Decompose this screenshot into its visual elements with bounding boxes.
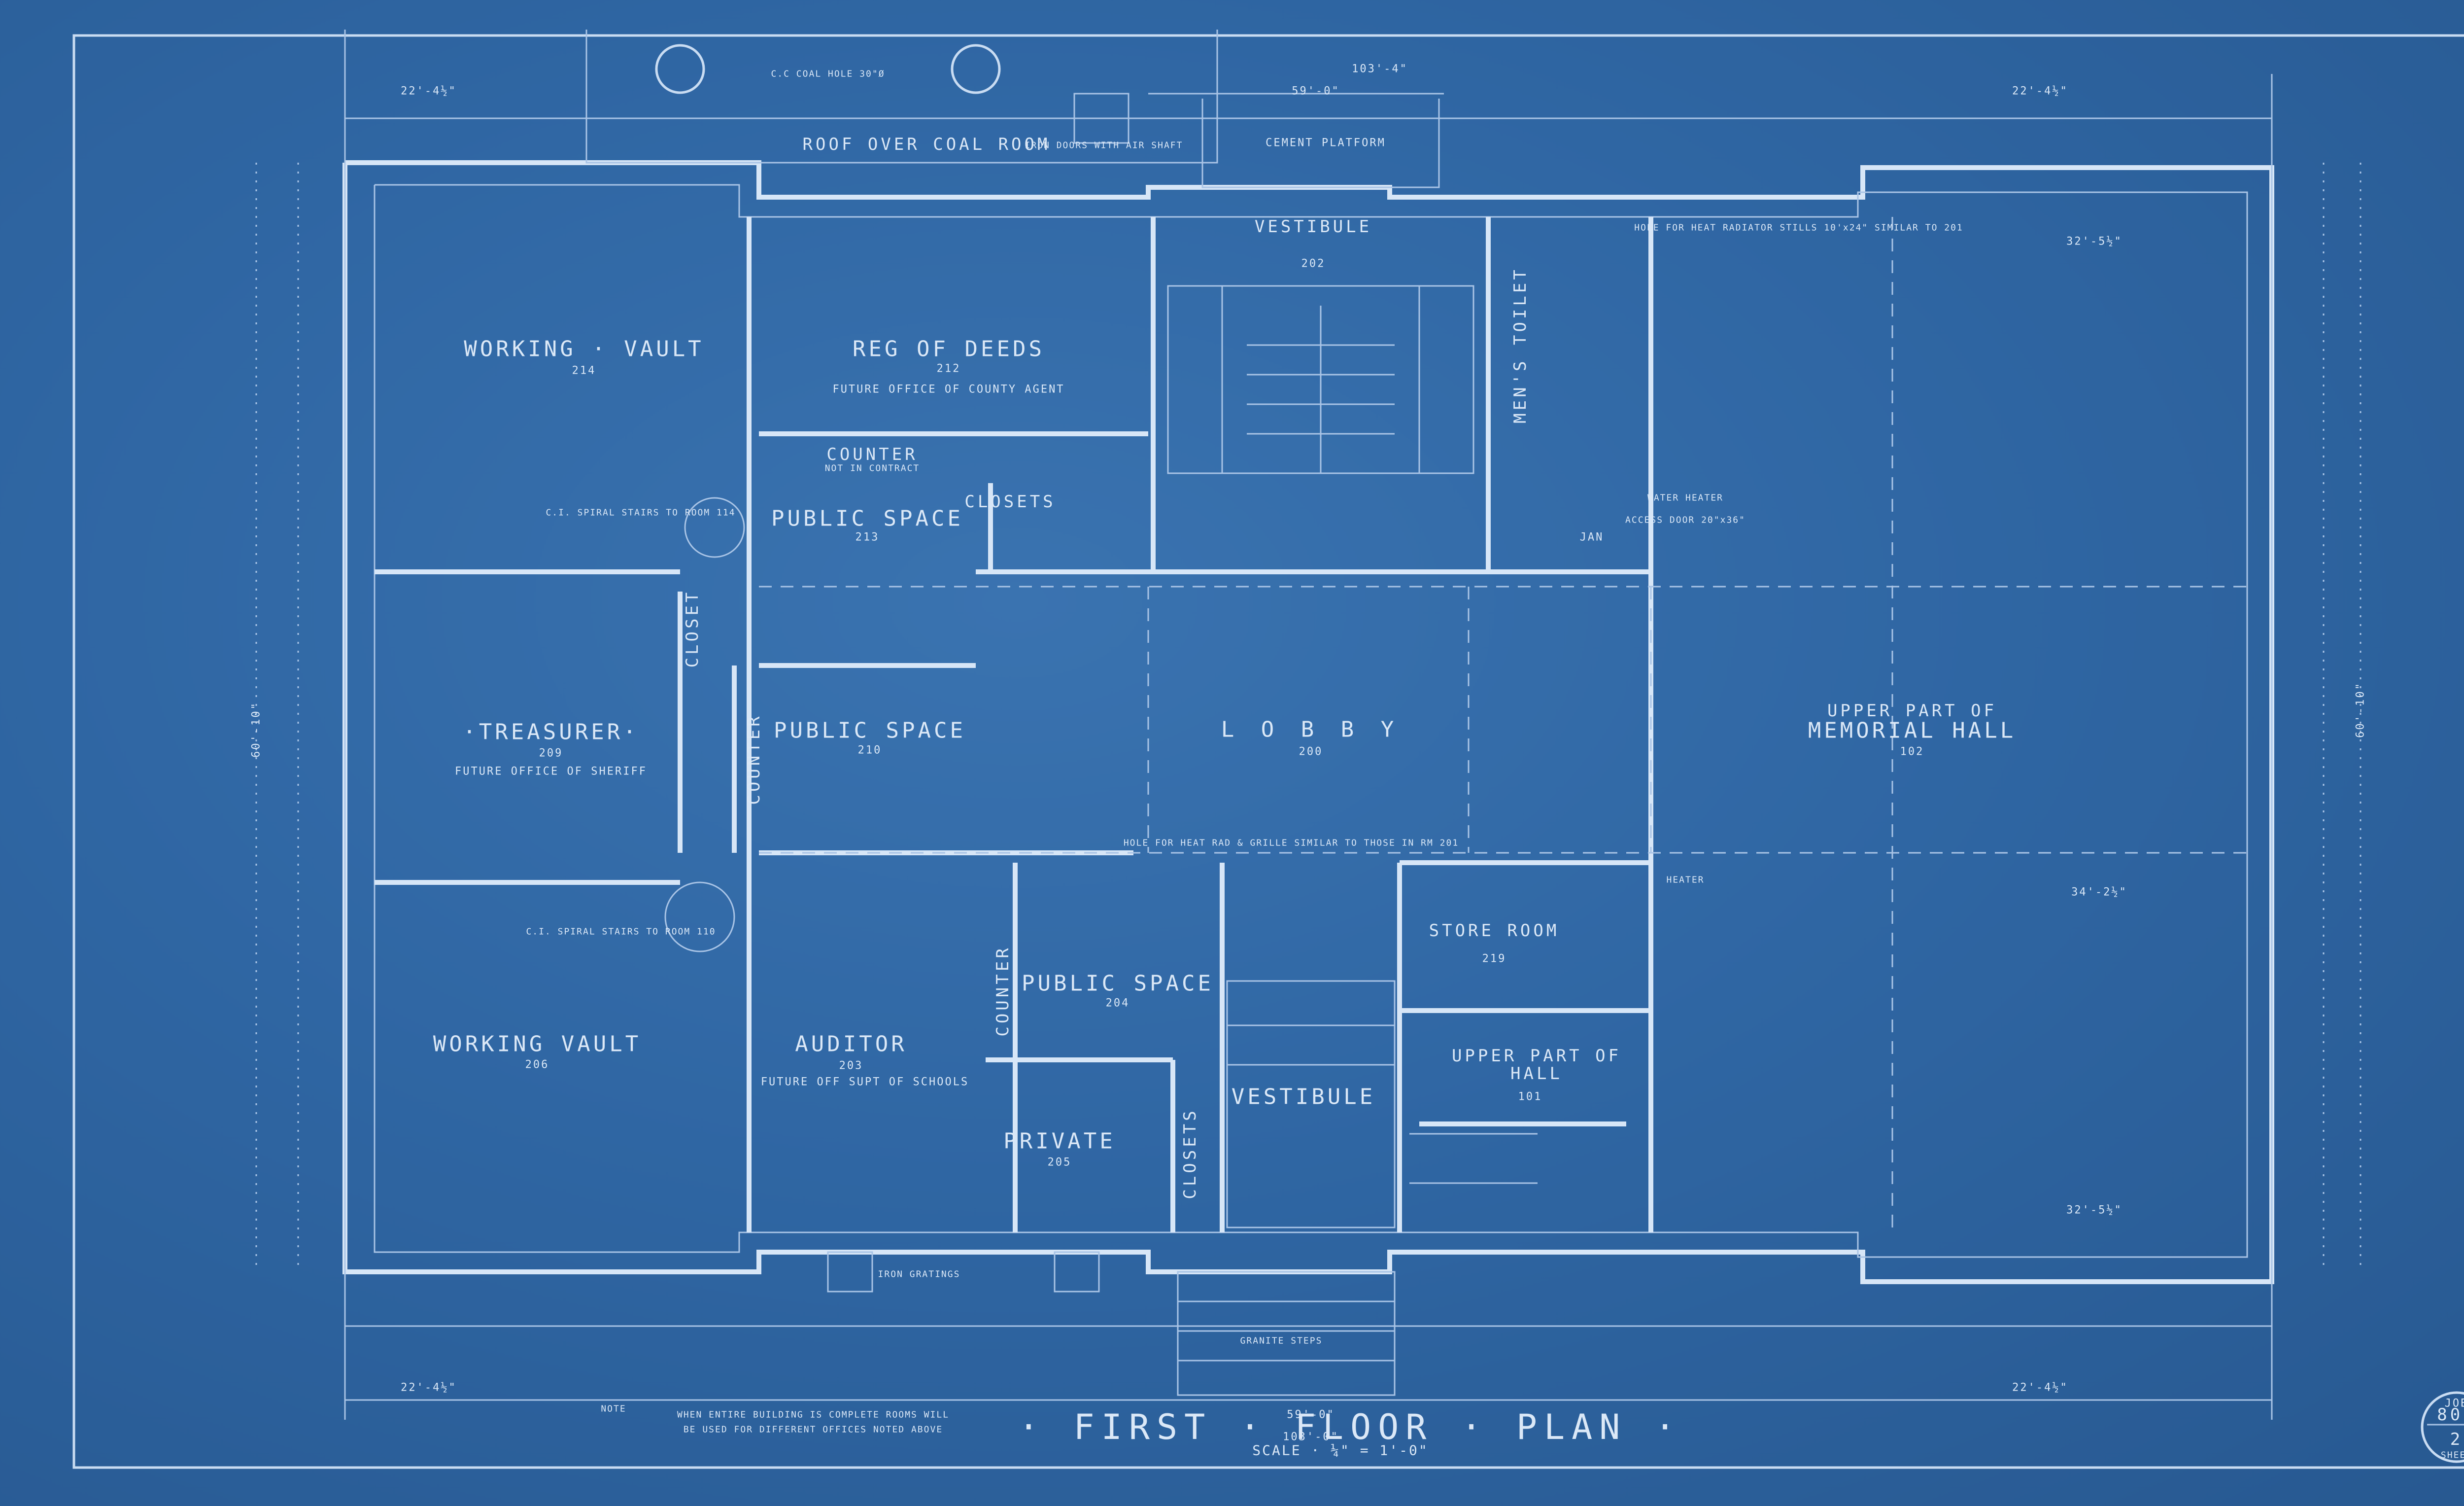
spiral-stair-bottom [664, 881, 735, 952]
coal-hole-left [655, 44, 705, 94]
access-door-note: ACCESS DOOR 20"x36" [1625, 515, 1745, 525]
room-private: PRIVATE [1003, 1128, 1116, 1154]
hole-lobby-note: HOLE FOR HEAT RAD & GRILLE SIMILAR TO TH… [1123, 838, 1459, 848]
front-steps [1177, 1271, 1396, 1396]
room-number: 206 [525, 1058, 549, 1071]
main-stairs [1167, 285, 1474, 474]
dim-center-bottom: 59'-0" [1287, 1408, 1335, 1421]
dim-overall-bottom: 103'-0" [1283, 1431, 1339, 1443]
room-reg-of-deeds: REG OF DEEDS [853, 336, 1045, 362]
dim-overall-top: 103'-4" [1352, 63, 1408, 75]
drawing-scale: SCALE · ¼" = 1'-0" [1252, 1442, 1429, 1459]
iron-grating-right [1054, 1251, 1100, 1293]
room-number: 101 [1518, 1090, 1542, 1103]
room-number: 212 [936, 362, 961, 375]
room-auditor: AUDITOR [795, 1031, 907, 1057]
coal-hole-right [951, 44, 1001, 94]
room-public-space-210: PUBLIC SPACE [774, 718, 966, 743]
coal-room-outline [585, 30, 1218, 164]
room-number: 219 [1482, 952, 1506, 965]
room-store-room: STORE ROOM [1429, 921, 1560, 941]
note-label: NOTE [601, 1403, 626, 1414]
hole-radiator-note: HOLE FOR HEAT RADIATOR STILLS 10'x24" SI… [1634, 222, 1963, 233]
cement-platform-outline [1201, 99, 1440, 188]
drawing-title: · FIRST · FLOOR · PLAN · [1018, 1407, 1682, 1447]
room-working-vault-bottom: WORKING VAULT [433, 1031, 642, 1057]
dim-top-left: 22'-4½" [401, 85, 457, 98]
heater-note: HEATER [1666, 875, 1705, 885]
room-working-vault-top: WORKING · VAULT [464, 336, 704, 362]
iron-gratings-note: IRON GRATINGS [878, 1269, 960, 1280]
room-number: 213 [855, 531, 880, 544]
room-note: FUTURE OFFICE OF COUNTY AGENT [832, 383, 1065, 396]
room-vestibule-bottom: VESTIBULE [1231, 1084, 1376, 1110]
iron-grating-left [827, 1251, 873, 1293]
dim-bottom-left: 22'-4½" [401, 1381, 457, 1394]
room-vestibule-top: VESTIBULE [1254, 217, 1372, 237]
iron-doors-note: IRON DOORS WITH AIR SHAFT [1025, 140, 1183, 151]
roof-over-coal-room: ROOF OVER COAL ROOM [802, 135, 1051, 154]
room-public-space-213: PUBLIC SPACE [771, 506, 963, 531]
room-counter-left: COUNTER [744, 713, 764, 805]
room-lobby: L O B B Y [1221, 717, 1401, 742]
room-mens-toilet: MEN'S TOILET [1510, 267, 1530, 423]
room-public-space-204: PUBLIC SPACE [1022, 971, 1214, 996]
cement-platform: CEMENT PLATFORM [1266, 137, 1386, 149]
water-heater-note: WATER HEATER [1647, 492, 1724, 503]
room-number: 209 [539, 747, 563, 760]
room-upper-part-hall-2: HALL [1510, 1064, 1563, 1084]
granite-steps-note: GRANITE STEPS [1240, 1335, 1323, 1346]
dim-hall-width: 32'-5½" [2066, 235, 2122, 248]
room-number: 202 [1301, 257, 1326, 270]
dim-top-right: 22'-4½" [2012, 85, 2068, 98]
job-stamp-sheet-label: SHEET [2440, 1450, 2464, 1461]
room-closets-bottom: CLOSETS [1180, 1108, 1200, 1199]
room-number: 204 [1105, 997, 1130, 1010]
room-number: 102 [1900, 745, 1924, 758]
dim-center-top: 59'-0" [1292, 85, 1340, 98]
dimension-lines [255, 30, 2361, 1420]
room-number: 203 [839, 1059, 863, 1072]
rear-stairs [1226, 980, 1538, 1228]
dim-hall-width-3: 32'-5½" [2066, 1204, 2122, 1217]
jan-label: JAN [1579, 531, 1604, 544]
job-stamp-sheet: 2 [2450, 1430, 2464, 1449]
room-number: 200 [1299, 745, 1323, 758]
note-line-1: WHEN ENTIRE BUILDING IS COMPLETE ROOMS W… [677, 1409, 949, 1420]
room-memorial-hall: MEMORIAL HALL [1808, 718, 2017, 743]
job-stamp-number: 801 [2437, 1405, 2464, 1425]
drawing-border [72, 34, 2464, 1469]
note-line-2: BE USED FOR DIFFERENT OFFICES NOTED ABOV… [683, 1424, 943, 1435]
dim-right-overall: 60'-10" [2354, 682, 2367, 738]
job-stamp-circle [2421, 1391, 2464, 1463]
coal-hole-note: C.C COAL HOLE 30"Ø [771, 69, 885, 79]
spiral-stairs-top-note: C.I. SPIRAL STAIRS TO ROOM 114 [546, 507, 736, 518]
room-number: 214 [572, 364, 596, 377]
dim-hall-width-2: 34'-2½" [2071, 886, 2127, 899]
room-upper-part-hall: UPPER PART OF [1451, 1046, 1622, 1066]
room-counter-bottom: COUNTER [993, 945, 1013, 1037]
room-treasurer: ·TREASURER· [463, 719, 639, 745]
room-memorial-hall-label: UPPER PART OF [1827, 701, 1997, 721]
dim-bottom-right: 22'-4½" [2012, 1381, 2068, 1394]
room-closet-left: CLOSET [683, 589, 702, 668]
room-number: 205 [1047, 1156, 1072, 1169]
room-note: FUTURE OFF SUPT OF SCHOOLS [760, 1076, 969, 1088]
spiral-stairs-bottom-note: C.I. SPIRAL STAIRS TO ROOM 110 [526, 926, 716, 937]
structural-grid [759, 217, 2247, 1232]
job-stamp-label: JOB [2444, 1397, 2464, 1410]
room-note: NOT IN CONTRACT [824, 463, 920, 474]
room-counter: COUNTER [826, 445, 918, 464]
spiral-stair-top [684, 497, 745, 558]
room-note: FUTURE OFFICE OF SHERIFF [455, 765, 647, 778]
room-number: 210 [857, 744, 882, 757]
room-closets-top: CLOSETS [964, 492, 1056, 512]
dim-left-overall: 60'-10" [250, 701, 263, 758]
